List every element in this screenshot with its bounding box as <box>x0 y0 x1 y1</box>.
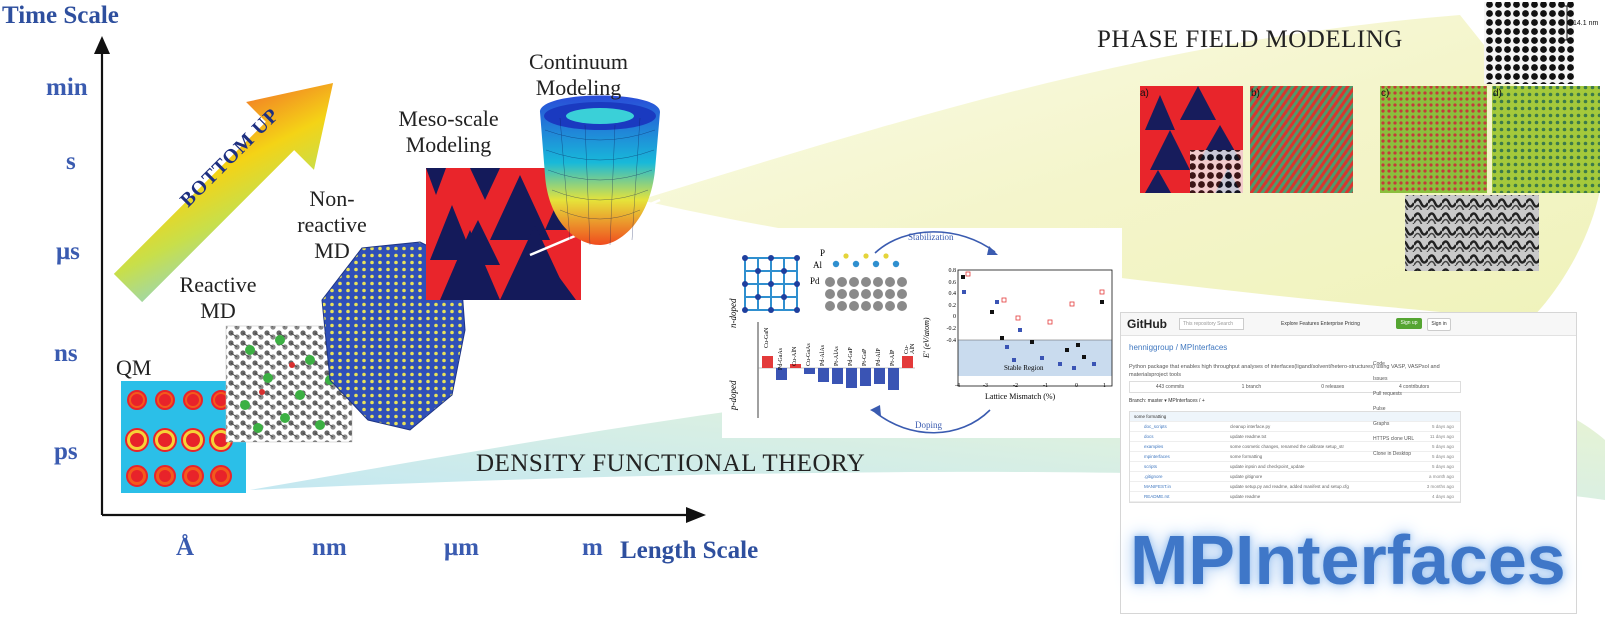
branch-selector[interactable]: Branch: master ▾ MPInterfaces / + <box>1129 398 1205 404</box>
github-search-input[interactable]: This repository Search <box>1179 318 1244 330</box>
y-axis-title: Time Scale <box>2 2 119 29</box>
x-tick-angstrom: Å <box>176 534 195 561</box>
qm-density-image <box>121 381 246 493</box>
phase-panel-swirl <box>1405 195 1539 271</box>
continuum-label: Continuum Modeling <box>528 49 628 100</box>
p-doped-label: p-doped <box>728 380 738 411</box>
mesoscale-label: Meso-scale Modeling <box>398 106 499 157</box>
stabilization-label: Stabilization <box>908 232 954 242</box>
sidebar-item-pull-requests[interactable]: Pull requests <box>1373 391 1402 397</box>
y-tick-us: μs <box>56 238 80 265</box>
phase-panel-b <box>1250 86 1353 193</box>
github-sidebar: Code Issues Pull requests Pulse Graphs H… <box>1373 361 1433 466</box>
doping-label: Doping <box>915 420 942 430</box>
sign-in-button[interactable]: Sign in <box>1427 318 1451 331</box>
clone-in-desktop-button[interactable]: Clone in Desktop <box>1373 451 1412 457</box>
phase-panel-dots-top <box>1484 2 1574 84</box>
n-doped-label: n-doped <box>728 298 738 329</box>
github-logo: GitHub <box>1127 317 1167 331</box>
doping-arrow <box>874 409 991 434</box>
phase-panel-c <box>1380 86 1487 193</box>
panel-label-c: c) <box>1381 88 1390 99</box>
y-axis-arrowhead <box>94 36 110 54</box>
x-tick-m: m <box>582 534 603 561</box>
x-axis-title: Length Scale <box>620 537 759 564</box>
releases-count[interactable]: 0 releases <box>1321 384 1345 390</box>
x-axis-arrowhead <box>686 507 706 523</box>
github-repo-name[interactable]: henniggroup / MPInterfaces <box>1129 343 1228 352</box>
reactive-md-label: Reactive MD <box>179 272 257 323</box>
sidebar-item-code[interactable]: Code <box>1373 361 1385 367</box>
stabilization-arrow <box>874 231 996 254</box>
scatter-y-ticks: 0.8 0.6 0.4 0.2 0 -0.2 -0.4 <box>946 268 957 344</box>
bottom-up-arrow <box>113 82 334 303</box>
bar-label-row: Cu-GaN Pd-GaAs Cu-AlN Cu-GaAs Pd-AlAs Pt… <box>764 327 916 370</box>
scale-bar-label: 14.1 nm <box>1573 20 1599 27</box>
y-tick-min: min <box>46 74 88 101</box>
qm-label: QM <box>116 355 152 380</box>
lattice-illustration <box>742 255 800 313</box>
phase-field-title: PHASE FIELD MODELING <box>1097 26 1403 53</box>
clone-url-label: HTTPS clone URL <box>1373 436 1415 442</box>
panel-label-d: d) <box>1493 88 1502 99</box>
phase-panel-d <box>1492 86 1600 193</box>
slab-illustration <box>825 253 907 311</box>
x-tick-nm: nm <box>312 534 347 561</box>
panel-label-a: a) <box>1140 88 1149 99</box>
atom-label-al: Al <box>813 260 822 270</box>
contributors-count[interactable]: 4 contributors <box>1399 384 1430 390</box>
phase-panel-a-inset <box>1190 150 1243 193</box>
latest-commit-row: some formatting <box>1130 412 1460 422</box>
sidebar-item-pulse[interactable]: Pulse <box>1373 406 1386 412</box>
y-tick-ns: ns <box>54 340 78 367</box>
continuum-image <box>540 95 660 246</box>
mismatch-scatter-plot <box>957 269 1113 387</box>
sidebar-item-issues[interactable]: Issues <box>1373 376 1388 382</box>
github-stats-bar: 443 commits 1 branch 0 releases 4 contri… <box>1129 381 1461 393</box>
nonreactive-md-label: Non- reactive MD <box>297 186 367 263</box>
y-tick-ps: ps <box>54 438 78 465</box>
x-tick-um: μm <box>444 534 479 561</box>
sidebar-item-graphs[interactable]: Graphs <box>1373 421 1390 427</box>
atom-label-pd: Pd <box>810 276 820 286</box>
y-tick-s: s <box>66 148 76 175</box>
stable-region-label: Stable Region <box>1004 364 1044 372</box>
github-repo-screenshot: GitHub This repository Search Explore Fe… <box>1120 312 1577 614</box>
atom-label-p: P <box>820 248 826 258</box>
scatter-y-label: E' (eV/atom) <box>922 317 931 358</box>
dft-title: DENSITY FUNCTIONAL THEORY <box>476 450 866 477</box>
doping-bar-chart <box>757 322 915 418</box>
branch-count[interactable]: 1 branch <box>1241 384 1262 390</box>
github-nav[interactable]: Explore Features Enterprise Pricing <box>1281 321 1360 327</box>
mpinterfaces-title: MPInterfaces <box>1130 521 1566 599</box>
github-repo-description: Python package that enables high through… <box>1129 364 1440 378</box>
github-header: GitHub This repository Search Explore Fe… <box>1121 313 1576 336</box>
commits-count[interactable]: 443 commits <box>1155 384 1185 390</box>
sign-up-button[interactable]: Sign up <box>1396 318 1422 329</box>
dft-figure-panel <box>722 228 1122 438</box>
panel-label-b: b) <box>1251 88 1260 99</box>
scatter-x-label: Lattice Mismatch (%) <box>985 392 1056 401</box>
